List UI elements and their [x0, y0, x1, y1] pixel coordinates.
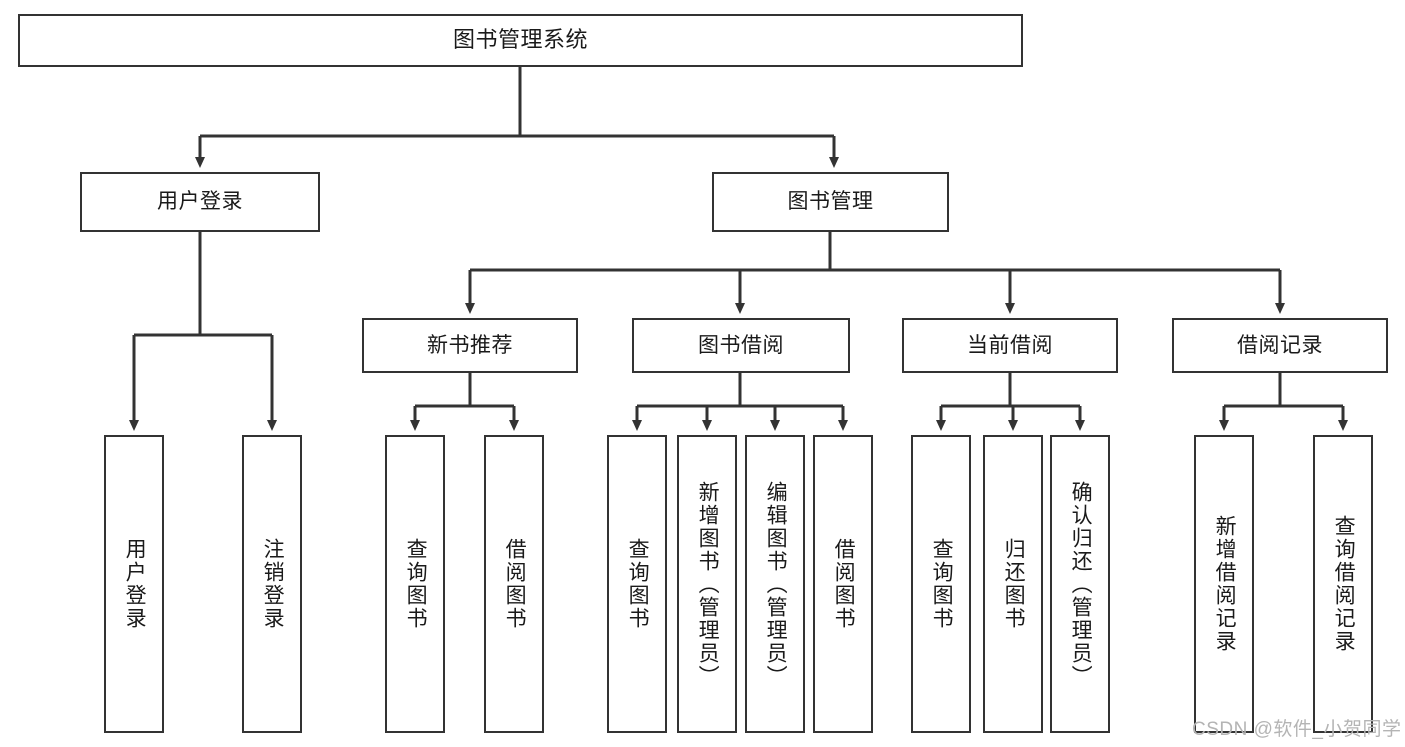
node-leaf-return-book[interactable]: 归还图书	[983, 435, 1043, 733]
node-user-login[interactable]: 用户登录	[80, 172, 320, 232]
node-new-book-recommend[interactable]: 新书推荐	[362, 318, 578, 373]
node-leaf-confirm-return-admin[interactable]: 确认归还（管理员）	[1050, 435, 1110, 733]
node-book-borrow[interactable]: 图书借阅	[632, 318, 850, 373]
node-leaf-search-borrow-record[interactable]: 查询借阅记录	[1313, 435, 1373, 733]
node-leaf-borrow-book-new[interactable]: 借阅图书	[484, 435, 544, 733]
node-leaf-add-book-admin[interactable]: 新增图书（管理员）	[677, 435, 737, 733]
node-book-management[interactable]: 图书管理	[712, 172, 949, 232]
node-leaf-borrow-book[interactable]: 借阅图书	[813, 435, 873, 733]
node-leaf-add-borrow-record[interactable]: 新增借阅记录	[1194, 435, 1254, 733]
node-leaf-user-login[interactable]: 用户登录	[104, 435, 164, 733]
node-leaf-edit-book-admin[interactable]: 编辑图书（管理员）	[745, 435, 805, 733]
node-leaf-search-book-current[interactable]: 查询图书	[911, 435, 971, 733]
node-root-system[interactable]: 图书管理系统	[18, 14, 1023, 67]
node-current-borrow[interactable]: 当前借阅	[902, 318, 1118, 373]
node-leaf-search-book-borrow[interactable]: 查询图书	[607, 435, 667, 733]
node-borrow-record[interactable]: 借阅记录	[1172, 318, 1388, 373]
node-leaf-logout[interactable]: 注销登录	[242, 435, 302, 733]
node-leaf-search-book-new[interactable]: 查询图书	[385, 435, 445, 733]
